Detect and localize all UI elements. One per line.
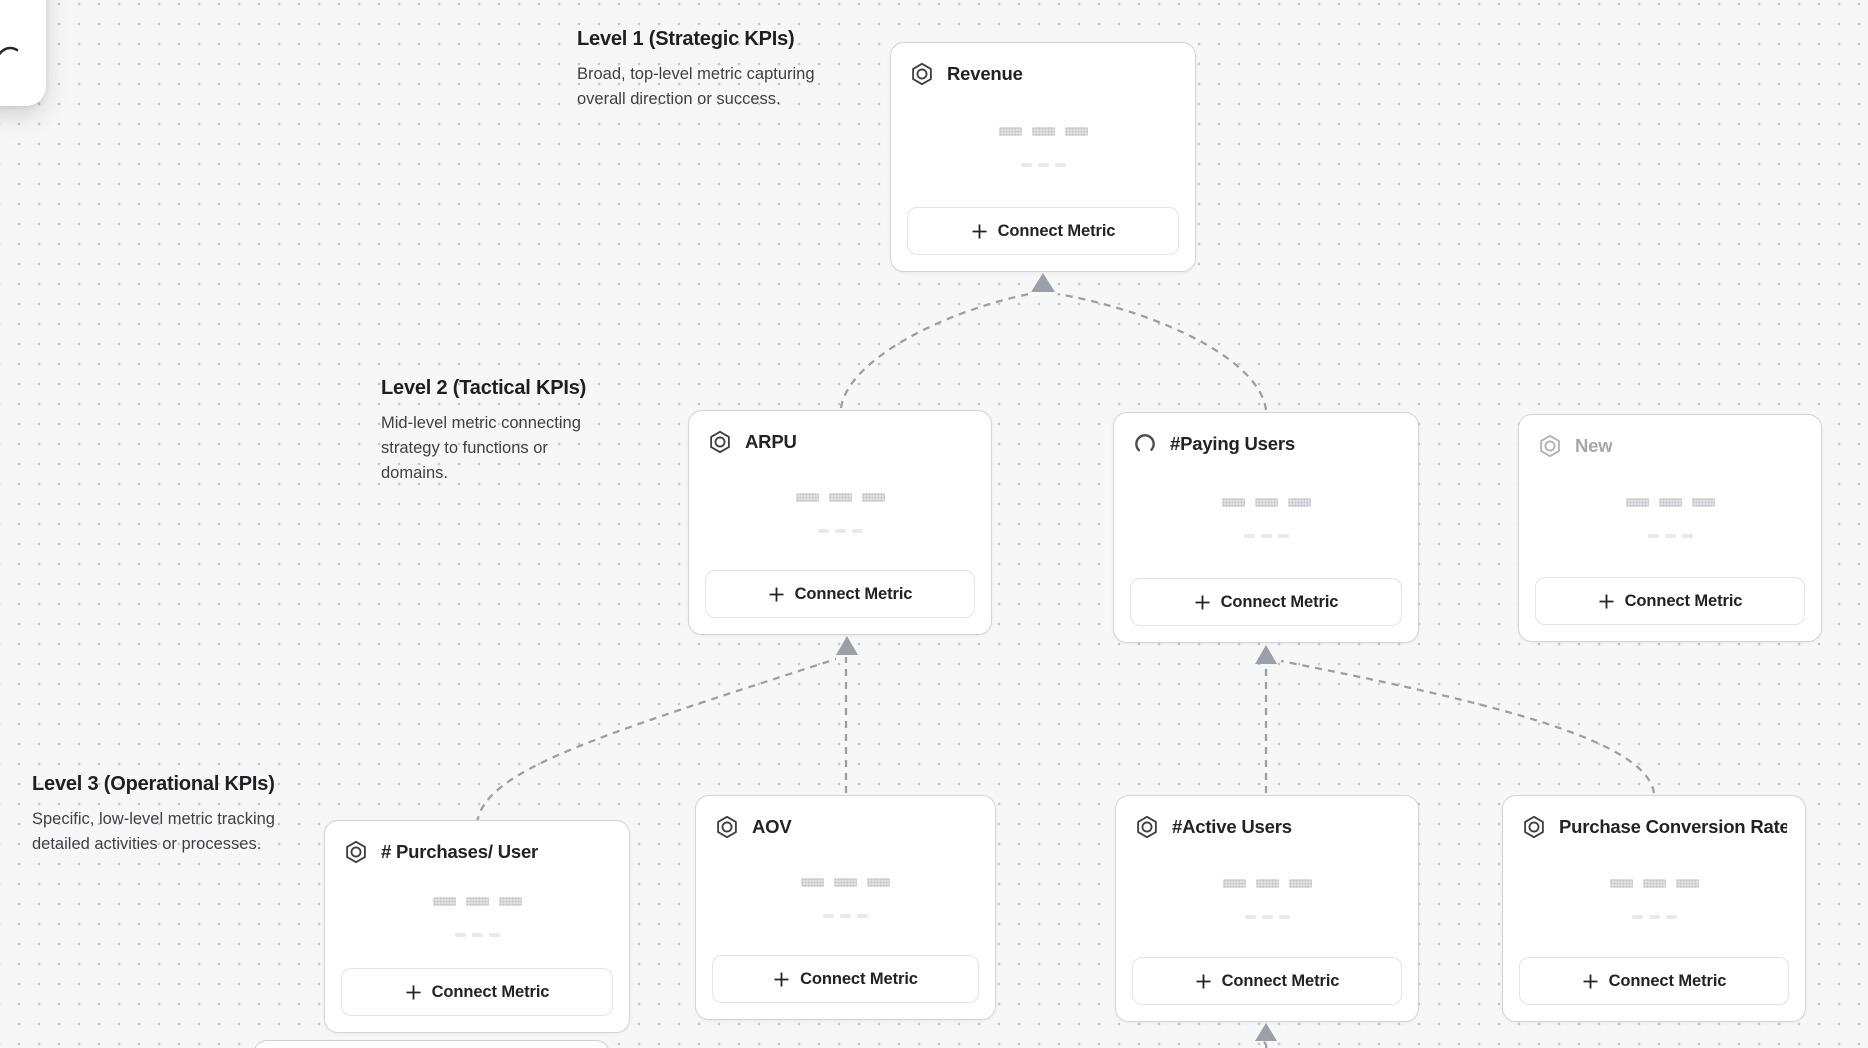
loading-spinner-icon [1132,431,1158,457]
level-2-heading: Level 2 (Tactical KPIs) [381,377,587,399]
metric-card-title: Revenue [947,63,1023,84]
level-1-label: Level 1 (Strategic KPIs) Broad, top-leve… [577,28,841,112]
level-1-heading: Level 1 (Strategic KPIs) [577,28,795,50]
metric-hexagon-icon [707,429,733,455]
metric-hexagon-icon [1537,433,1563,459]
connect-metric-button[interactable]: Connect Metric [341,968,613,1016]
metric-skeleton [705,455,975,570]
plus-icon [1195,595,1210,609]
metric-card-purchases-per-user[interactable]: # Purchases/ User Connect Metric [324,820,630,1033]
metric-skeleton [1519,840,1789,957]
connect-metric-button[interactable]: Connect Metric [907,207,1179,255]
metric-card-paying-users[interactable]: #Paying Users Connect Metric [1113,412,1419,643]
connect-metric-button[interactable]: Connect Metric [1519,957,1789,1005]
plus-icon [406,985,421,999]
plus-icon [1196,974,1211,988]
metric-skeleton [1130,457,1402,578]
level-1-description: Broad, top-level metric capturing overal… [577,65,815,108]
metric-card-title: #Paying Users [1170,433,1295,454]
metric-card-title: Purchase Conversion Rate [1559,816,1787,837]
connect-metric-button[interactable]: Connect Metric [1132,957,1402,1005]
metric-card-revenue[interactable]: Revenue Connect Metric [890,42,1196,272]
metric-skeleton [1132,840,1402,957]
metric-hexagon-icon [1134,814,1160,840]
plus-icon [769,587,784,601]
metric-card-active-users[interactable]: #Active Users Connect Metric [1115,795,1419,1022]
metric-hexagon-icon [343,839,369,865]
level-2-label: Level 2 (Tactical KPIs) Mid-level metric… [381,377,601,485]
metric-card-title: # Purchases/ User [381,841,539,862]
metric-hexagon-icon [909,61,935,87]
level-2-description: Mid-level metric connecting strategy to … [381,414,581,482]
connect-metric-button[interactable]: Connect Metric [1130,578,1402,626]
level-3-heading: Level 3 (Operational KPIs) [32,773,275,795]
metric-card-aov[interactable]: AOV Connect Metric [695,795,996,1020]
metric-card-title: ARPU [745,431,797,452]
metric-hexagon-icon [1521,814,1547,840]
plus-icon [774,972,789,986]
metric-skeleton [341,865,613,968]
metric-skeleton [907,87,1179,207]
metric-skeleton [1535,459,1805,577]
metric-skeleton [712,840,979,955]
metric-card-title: AOV [752,816,792,837]
level-3-label: Level 3 (Operational KPIs) Specific, low… [32,773,314,857]
plus-icon [972,224,987,238]
metric-card-title: New [1575,435,1613,456]
plus-icon [1599,594,1614,608]
plus-icon [1583,974,1598,988]
metric-card-purchase-conversion-rate[interactable]: Purchase Conversion Rate Connect Metric [1502,795,1806,1022]
metric-card-new[interactable]: New Connect Metric [1518,414,1822,642]
metric-card-partial[interactable] [253,1040,610,1048]
toolbar-fragment[interactable] [0,0,46,106]
level-3-description: Specific, low-level metric tracking deta… [32,810,275,853]
metric-hexagon-icon [714,814,740,840]
connect-metric-button[interactable]: Connect Metric [712,955,979,1003]
metric-card-arpu[interactable]: ARPU Connect Metric [688,410,992,635]
cursor-stroke-icon [0,46,19,56]
connect-metric-button[interactable]: Connect Metric [1535,577,1805,625]
metric-card-title: #Active Users [1172,816,1292,837]
connect-metric-button[interactable]: Connect Metric [705,570,975,618]
